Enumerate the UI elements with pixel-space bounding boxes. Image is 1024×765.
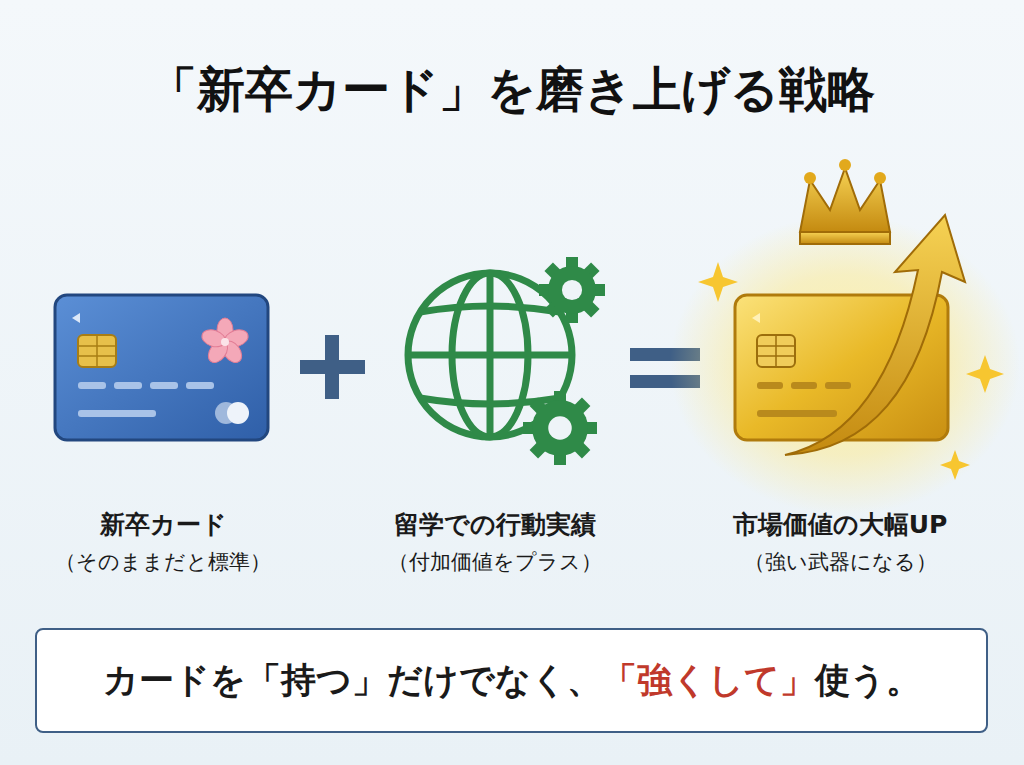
caption-note: （強い武器になる） bbox=[744, 548, 937, 576]
title: 「新卒カード」を磨き上げる戦略 bbox=[149, 58, 875, 122]
caption-note: （そのままだと標準） bbox=[55, 548, 271, 576]
gear-icon bbox=[523, 257, 605, 465]
message-text: 使う。 bbox=[815, 657, 921, 704]
message-text: カードを「持つ」だけでなく、 bbox=[103, 657, 602, 704]
new-grad-card bbox=[55, 295, 268, 440]
message-text: 「強くして」 bbox=[602, 657, 815, 704]
gold-card bbox=[670, 159, 1020, 515]
caption-heading: 市場価値の大幅UP bbox=[733, 508, 948, 541]
caption-note: （付加価値をプラス） bbox=[388, 548, 602, 576]
message-box: カードを「持つ」だけでなく、「強くして」使う。 bbox=[35, 628, 988, 733]
caption-heading: 新卒カード bbox=[100, 508, 227, 541]
plus-symbol bbox=[300, 335, 365, 399]
caption-heading: 留学での行動実績 bbox=[394, 508, 596, 541]
